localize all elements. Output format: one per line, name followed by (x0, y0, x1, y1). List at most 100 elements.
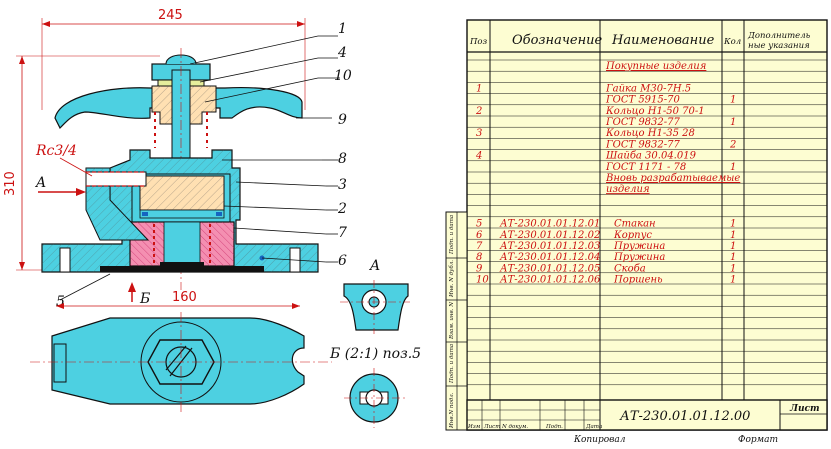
callout-9: 9 (338, 112, 347, 128)
tb-col-0: Изм (467, 424, 481, 430)
dimension-160: 160 (56, 290, 300, 309)
callout-4: 4 (337, 45, 347, 61)
callout-6: 6 (338, 253, 347, 269)
spring-lower-cavity (163, 221, 201, 267)
row-qty: 1 (730, 252, 736, 263)
row-name: ГОСТ 9832-77 (605, 117, 681, 128)
title-block (466, 399, 828, 431)
callouts (59, 35, 340, 301)
side-label-3: Подп. и дата (449, 344, 455, 384)
row-pos: 4 (475, 151, 482, 162)
section-a-letter: A (34, 175, 46, 191)
row-designation: АТ-230.01.01.12.05 (499, 263, 600, 274)
side-label-0: Подп. и дата (449, 215, 455, 255)
row-pos: 3 (476, 128, 482, 139)
row-name: Кольцо Н1-50 70-1 (605, 106, 705, 117)
sheet-label: Лист (789, 404, 820, 414)
callout-3: 3 (338, 177, 347, 193)
row-pos: 7 (476, 241, 483, 252)
row-qty: 1 (730, 230, 736, 241)
row-name: ГОСТ 9832-77 (605, 139, 681, 150)
row-name: Поршень (613, 275, 663, 286)
row-pos: 1 (476, 83, 482, 94)
row-name: ГОСТ 5915-70 (605, 95, 681, 106)
callout-7: 7 (338, 225, 347, 241)
format-label: Формат (738, 435, 778, 445)
row-name: Гайка М30-7Н.5 (605, 83, 691, 94)
row-qty: 1 (730, 162, 736, 173)
top-view (30, 312, 332, 414)
row-qty: 1 (730, 263, 736, 274)
tb-col-4: Дата (585, 424, 602, 430)
side-label-4: Инв.N подл. (449, 392, 455, 429)
view-b-detail (344, 368, 406, 428)
spec-frame (466, 19, 828, 431)
row-lines (467, 59, 827, 386)
section-b-letter: Б (139, 291, 150, 307)
row-name: Пружина (613, 252, 665, 263)
row-pos: 10 (476, 275, 489, 286)
row-pos: 2 (475, 106, 482, 117)
callout-1: 1 (338, 21, 347, 37)
header-designation: Обозначение (512, 33, 603, 48)
side-label-1: Инв. N дубл. (448, 260, 455, 298)
callout-2: 2 (337, 201, 347, 217)
spring-lower (153, 224, 211, 264)
thread-label: Rc3/4 (35, 143, 77, 159)
row-designation: АТ-230.01.01.12.01 (499, 219, 600, 230)
row-name: Покупные изделия (605, 61, 706, 72)
callout-10: 10 (334, 68, 352, 84)
row-name: Пружина (613, 241, 665, 252)
row-qty: 2 (729, 139, 736, 150)
header-pos: Поз (469, 37, 488, 47)
row-name: Стакан (614, 219, 656, 230)
callout-5: 5 (56, 294, 65, 310)
spring-upper (154, 112, 208, 148)
row-name: Вновь разрабатываемые (605, 173, 740, 184)
sealing-ring (139, 209, 225, 219)
row-pos: 6 (476, 230, 483, 241)
view-a-title: A (368, 258, 380, 274)
tb-col-2: N докум. (501, 424, 528, 430)
row-pos: 9 (476, 263, 483, 274)
dimension-245-label: 245 (158, 8, 183, 23)
view-b-title: Б (2:1) поз.5 (329, 346, 421, 362)
header-qty: Кол (723, 37, 741, 47)
specification-sheet: Подп. и дата Инв. N дубл. Взам. инв. N П… (445, 19, 828, 445)
tb-col-1: Лист (483, 424, 500, 430)
row-pos: 8 (476, 252, 482, 263)
document-code: АТ-230.01.01.12.00 (619, 409, 750, 424)
dimension-310-label: 310 (3, 171, 18, 196)
callout-8: 8 (338, 151, 347, 167)
row-name: Скоба (614, 263, 646, 274)
view-a-detail (340, 280, 410, 334)
section-arrow-a: A (34, 175, 86, 196)
dimension-310: 310 (3, 55, 160, 271)
row-qty: 1 (730, 219, 736, 230)
header-name: Наименование (611, 33, 715, 48)
row-name: Кольцо Н1-35 28 (605, 128, 695, 139)
tb-col-3: Подп. (545, 424, 563, 430)
dimension-160-label: 160 (172, 290, 197, 305)
row-name: Корпус (613, 230, 652, 241)
row-qty: 1 (730, 241, 736, 252)
row-designation: АТ-230.01.01.12.04 (499, 252, 600, 263)
section-arrow-b: Б (128, 282, 150, 307)
side-label-2: Взам. инв. N (449, 302, 455, 340)
row-designation: АТ-230.01.01.12.06 (499, 275, 601, 286)
row-qty: 1 (730, 275, 736, 286)
assembly-drawing: 245 310 (3, 8, 421, 428)
inlet-port (85, 167, 150, 241)
row-qty: 1 (730, 117, 736, 128)
row-designation: АТ-230.01.01.12.02 (499, 230, 600, 241)
row-designation: АТ-230.01.01.12.03 (499, 241, 600, 252)
row-name: изделия (606, 184, 650, 195)
dimension-245: 245 (41, 8, 306, 110)
row-name: Шайба 30.04.019 (605, 151, 697, 162)
row-name: ГОСТ 1171 - 78 (605, 162, 686, 173)
copied-label: Копировал (573, 435, 626, 445)
base-plate (100, 266, 264, 272)
side-strip (445, 211, 468, 431)
